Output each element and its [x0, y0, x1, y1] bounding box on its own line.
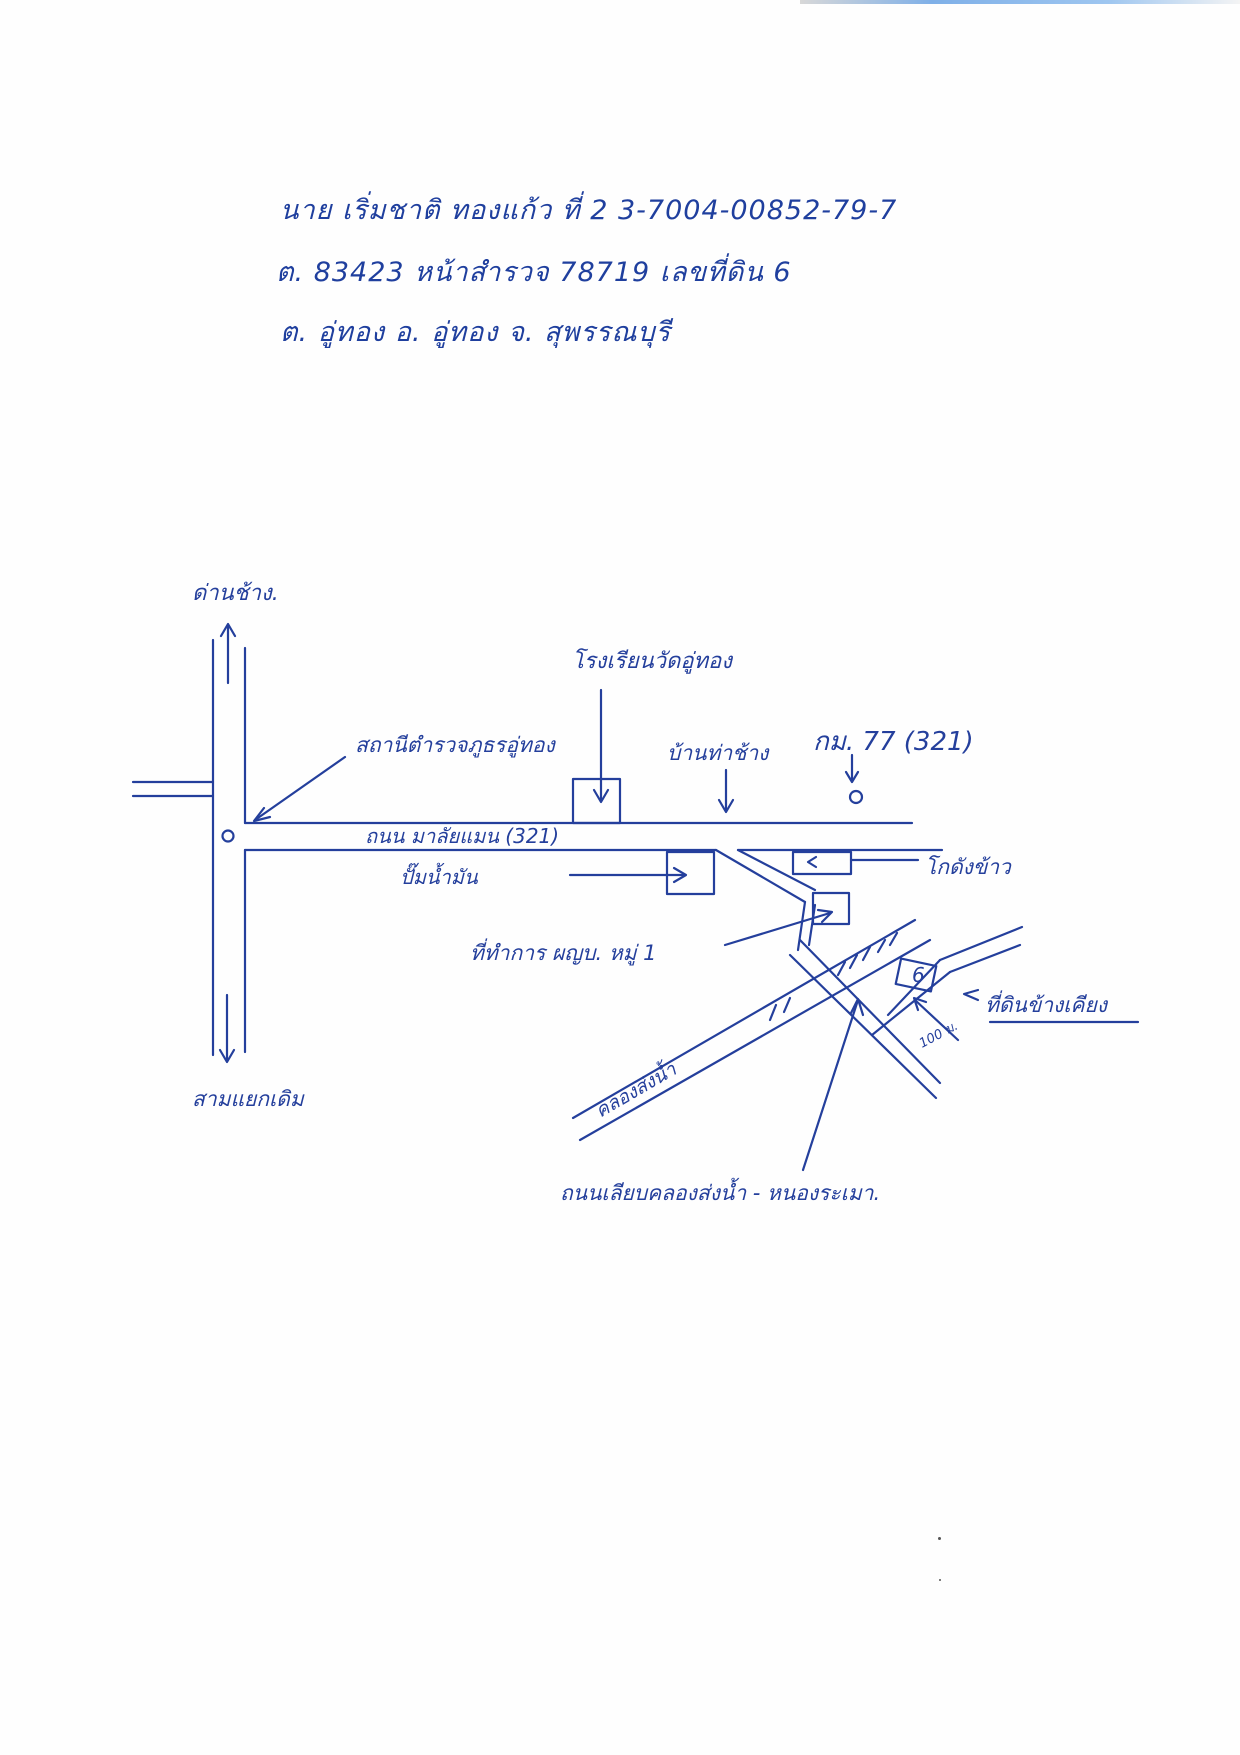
school-box — [571, 777, 622, 825]
label-distance: 100 ม. — [917, 1019, 961, 1052]
distance-head — [912, 996, 928, 1012]
label-south: สามแยกเดิม — [192, 1087, 305, 1111]
scan-speck — [938, 1537, 941, 1540]
header-line-owner: นาย เริ่มชาติ ทองแก้ว ที่ 2 3-7004-00852… — [280, 195, 898, 226]
village-office-box — [811, 891, 851, 926]
label-gas-station: ปั๊มน้ำมัน — [400, 862, 479, 889]
branch-road-lower-edge — [870, 970, 952, 1037]
north-arrow-head — [219, 622, 237, 638]
adjacent-pointer-head — [962, 988, 980, 1002]
diagonal-road-right-edge-top — [736, 848, 817, 892]
label-km: กม. 77 (321) — [813, 727, 974, 757]
branch-road-upper-edge-2 — [938, 925, 1024, 962]
police-pointer-line — [253, 755, 347, 822]
junction-marker — [221, 829, 235, 843]
scan-edge-strip — [800, 0, 1240, 4]
parcel-number: 6 — [912, 963, 925, 987]
canal-hatching — [768, 931, 899, 1022]
header-line-parcel: ต. 83423 หน้าสำรวจ 78719 เลขที่ดิน 6 — [276, 257, 792, 288]
canal-lower-edge — [578, 938, 932, 1142]
label-village: บ้านท่าช้าง — [667, 741, 770, 765]
gas-pointer-head — [672, 866, 688, 884]
km-marker-circle — [848, 789, 864, 805]
south-arrow-head — [218, 1048, 236, 1064]
office-pointer-line — [723, 911, 832, 947]
header-line-location: ต. อู่ทอง อ. อู่ทอง จ. สุพรรณบุรี — [280, 317, 672, 348]
branch-road-lower-edge-2 — [948, 943, 1022, 974]
police-pointer-head — [252, 806, 272, 823]
bottom-road-pointer-line — [801, 998, 860, 1172]
label-adjacent-parcel: ที่ดินข้างเคียง — [985, 990, 1109, 1017]
label-police: สถานีตำรวจภูธรอู่ทอง — [355, 733, 556, 758]
diagonal-road-left-edge-top — [714, 848, 807, 904]
diagonal-road-bend-left — [796, 900, 807, 952]
market-inner-arrow — [806, 855, 818, 869]
label-market: โกดังข้าว — [925, 855, 1012, 879]
school-pointer-head — [592, 788, 610, 804]
label-village-office: ที่ทำการ ผญบ. หมู่ 1 — [470, 938, 657, 966]
bottom-road-pointer-head — [849, 997, 865, 1017]
canal-upper-edge — [571, 918, 917, 1120]
market-box — [791, 850, 853, 876]
label-road-321: ถนน มาลัยแมน (321) — [365, 824, 559, 848]
km-pointer-head — [844, 770, 860, 784]
label-north: ด่านช้าง. — [192, 581, 279, 606]
parcel-box — [894, 957, 938, 993]
scan-speck — [939, 1579, 941, 1581]
label-bottom-road: ถนนเลียบคลองส่งน้ำ - หนองระเมา. — [560, 1177, 880, 1205]
label-canal: คลองส่งน้ำ — [590, 1054, 682, 1122]
office-pointer-head — [816, 908, 834, 924]
distance-line — [913, 998, 960, 1042]
village-pointer-head — [717, 798, 735, 814]
gas-station-box — [665, 850, 716, 896]
lower-road-right-edge — [798, 938, 942, 1085]
label-school: โรงเรียนวัดอู่ทอง — [572, 648, 734, 674]
